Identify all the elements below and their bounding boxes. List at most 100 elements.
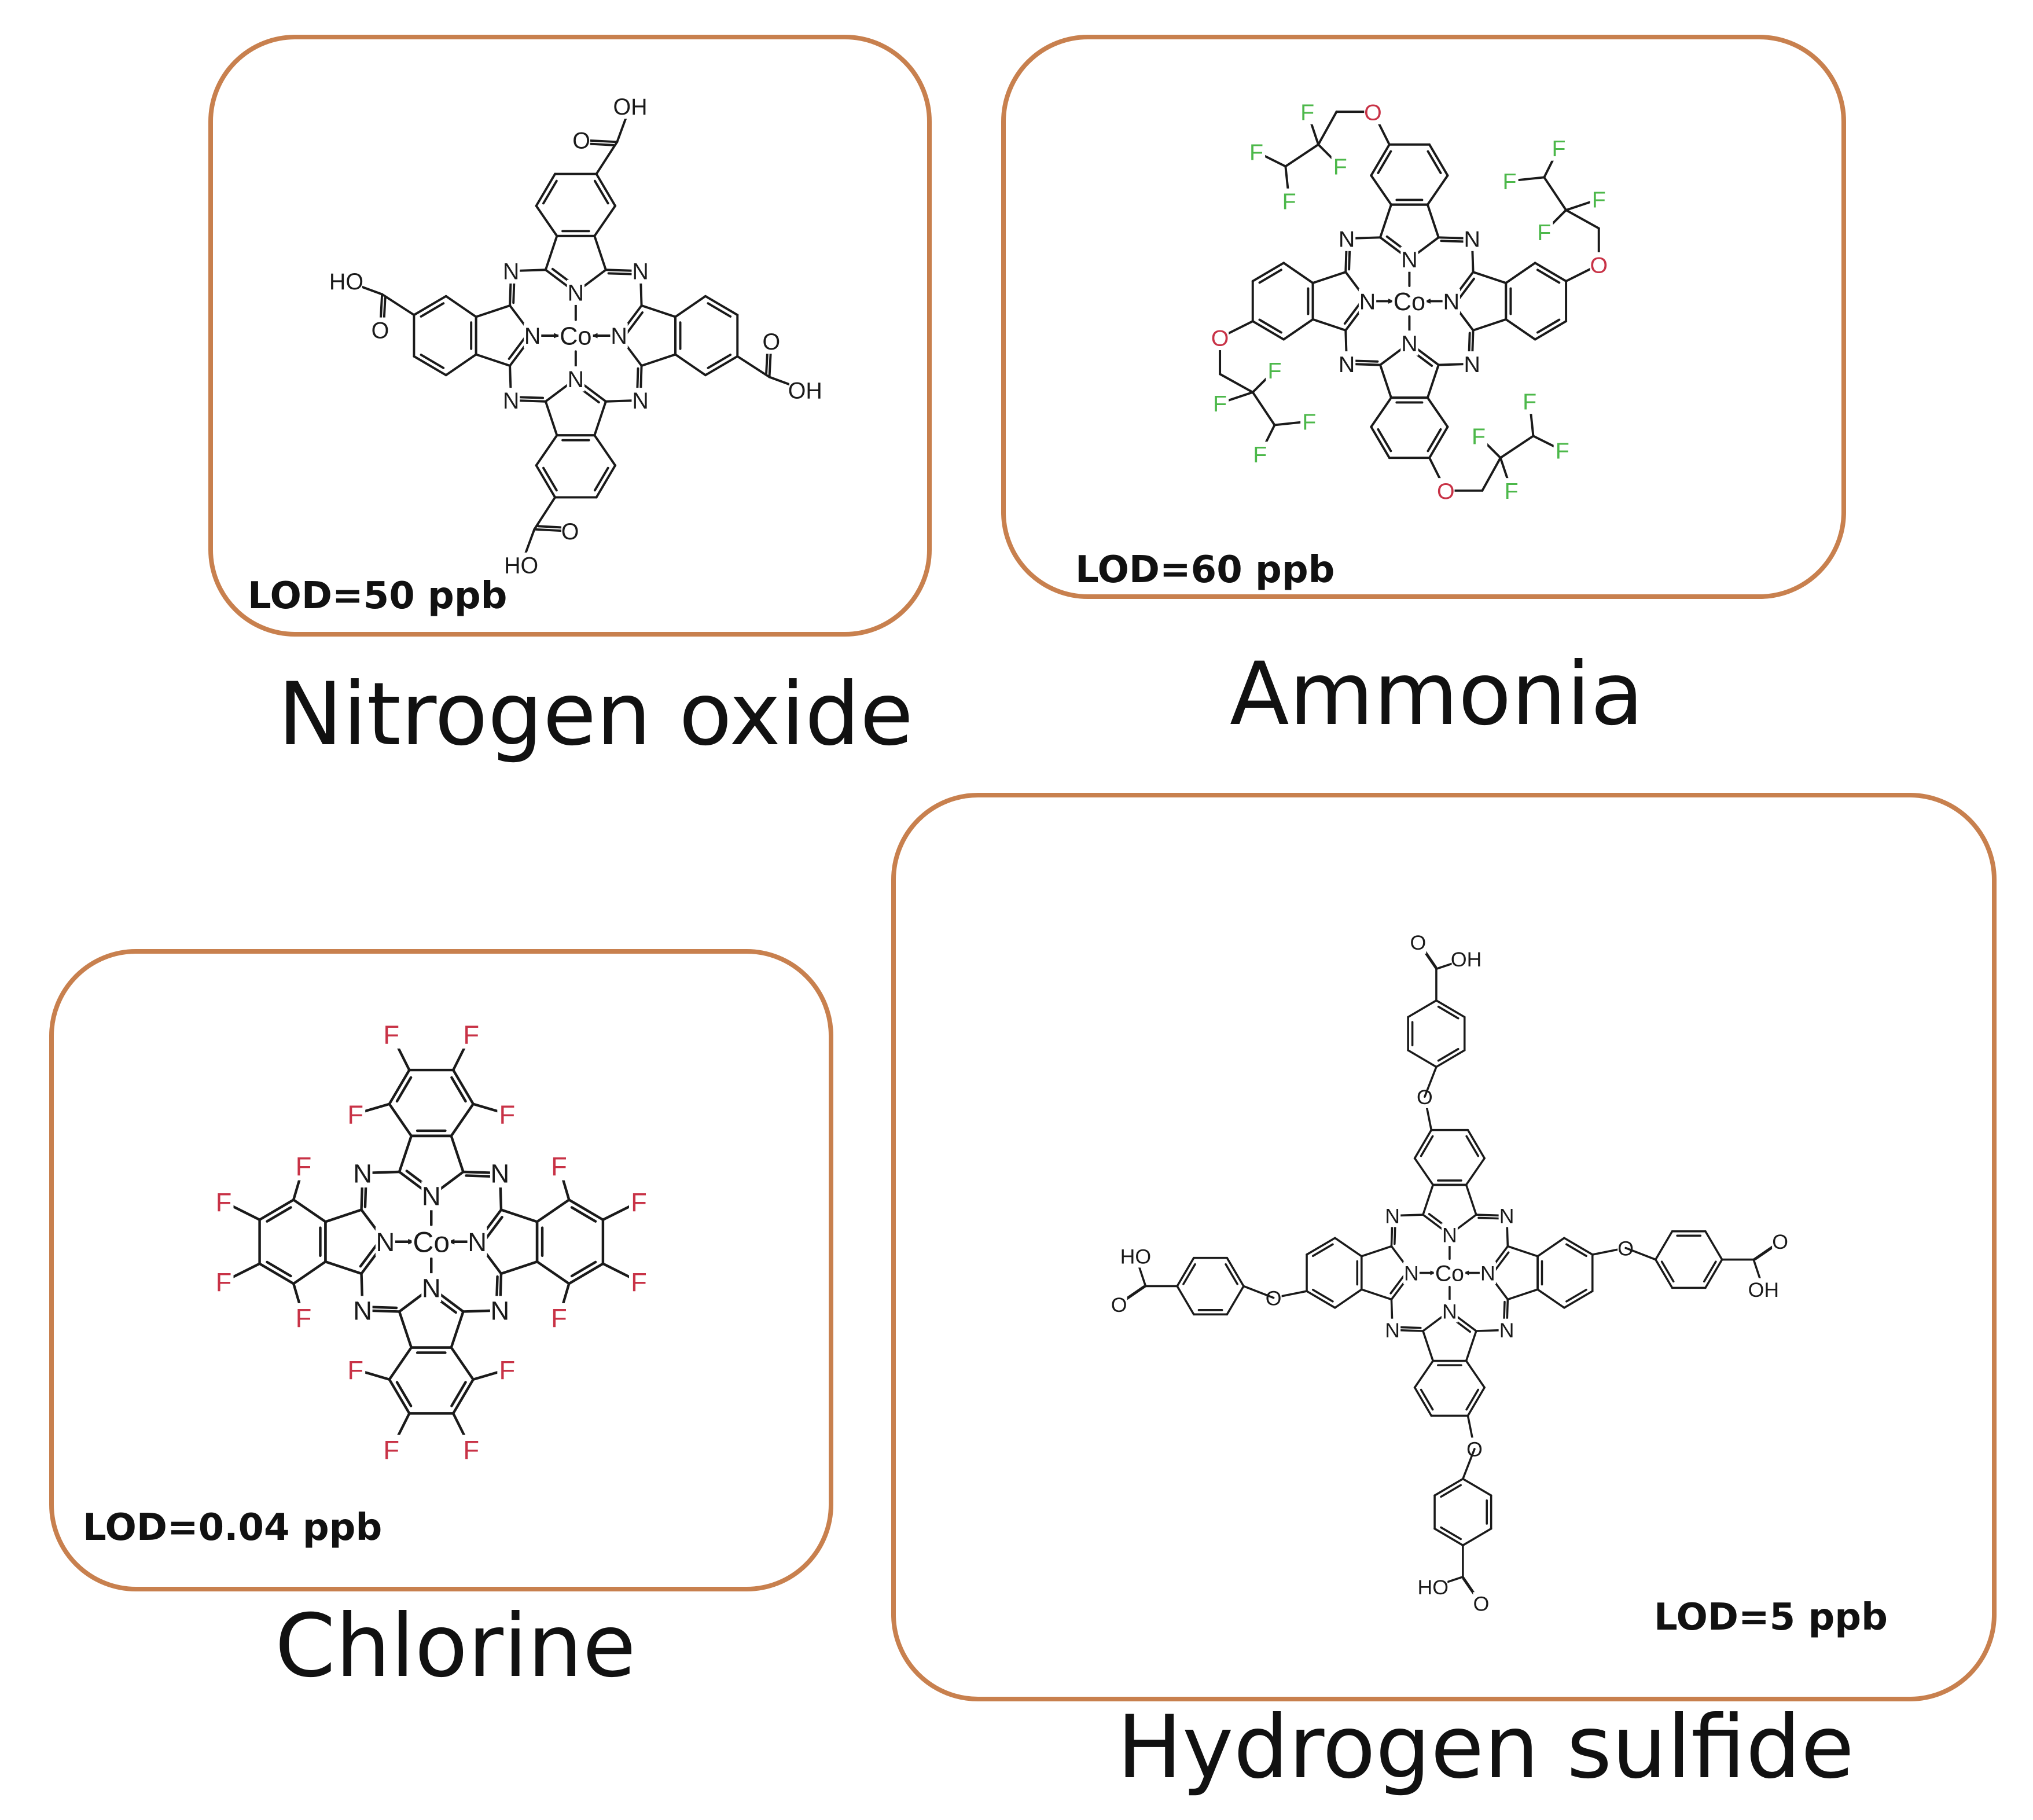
double-bond [1754,1245,1775,1260]
bond [1379,203,1392,239]
bond [444,295,477,318]
fluorine-label: F [499,1355,515,1385]
atom-label-bg [567,280,585,305]
double-bond [420,354,445,369]
oxygen-label: O [1211,326,1229,351]
atom-label-bg [1358,288,1377,314]
double-bond [1377,150,1392,174]
fluorine-label: F [383,1435,399,1465]
fluorine-label: F [1253,442,1267,468]
bond [1334,1288,1363,1309]
atom-label-bg [381,1435,402,1464]
hydroxyl-label: HO [329,269,363,295]
bond [544,234,558,271]
bond [1704,1258,1723,1289]
nitrogen-label: N [1464,226,1480,252]
bond [1426,363,1440,399]
bond [1334,1237,1363,1258]
atom-label-bg [1392,287,1427,315]
double-bond [1182,1263,1196,1285]
atom-label-bg [558,322,593,350]
atom-label-bg [1469,423,1488,449]
bond [398,1134,413,1174]
nitrogen-label: N [491,1296,510,1326]
atom-label-bg [549,1303,569,1332]
atom-label-bg [631,388,649,413]
double-bond [465,1174,494,1178]
atom-label-bg [1590,252,1608,278]
bond [450,1134,465,1174]
bond [1379,363,1392,399]
nitrogen-label: N [376,1227,395,1257]
nitrogen-label: N [1401,247,1417,273]
bond [324,1260,363,1275]
atom-label-bg [610,323,628,348]
fluorine-label: F [1505,479,1519,504]
double-bond [1660,1260,1675,1283]
bond [1251,262,1285,282]
nitrogen-label: N [491,1159,510,1188]
fluorine-label: F [551,1152,567,1181]
double-bond [1536,269,1561,284]
atom-label-bg [1520,388,1539,414]
atom-label-bg [631,258,649,284]
fluorine-label: F [631,1267,647,1297]
hydroxyl-label: OH [1451,948,1481,971]
bond [704,355,739,377]
atom-label-bg [1463,351,1481,377]
double-bond [542,466,558,492]
fluorine-label: F [1213,391,1227,417]
atom-label-bg [345,1100,366,1128]
atom-label-bg [1498,1204,1515,1227]
nitrogen-label: N [1339,226,1355,252]
atom-label-bg [1535,219,1553,245]
bond [1428,425,1449,459]
atom-label-bg [497,1355,517,1384]
bond [1433,1477,1464,1497]
atom-label-bg [572,127,590,153]
atom-label-bg [549,1151,569,1181]
double-bond [707,354,732,369]
bond [1284,143,1320,168]
atom-label-bg [352,1296,373,1325]
nitrogen-label: N [1480,1262,1495,1285]
atom-label-bg [293,1151,314,1181]
atom-label-bg [1280,188,1298,214]
bond [1426,396,1449,428]
bond [1481,457,1502,492]
panel-hydrogen-sulfide: NNOOOHNNOOOHNNOOHONNOOHOCo LOD=5 ppb [891,793,1997,1701]
atom-label-bg [467,1227,487,1256]
bond [535,1260,571,1285]
bond [1433,1527,1464,1547]
atom-label-bg [1437,478,1455,503]
caption-chlorine: Chlorine [275,1596,636,1697]
atom-label-bg [214,1267,234,1296]
fluorine-label: F [296,1303,312,1333]
cobalt-label: Co [1435,1262,1464,1286]
bond [451,1068,475,1105]
bond [1462,1477,1492,1497]
bond [1465,1359,1486,1389]
fluorine-label: F [1556,439,1569,464]
oxygen-label: O [1473,1593,1490,1616]
fluorine-label: F [216,1187,232,1217]
bond [1242,1285,1275,1299]
bond [1534,262,1568,282]
nitrogen-label: N [1464,352,1480,377]
double-bond [395,1076,413,1103]
bond [1306,1237,1336,1256]
structure-cobalt-phthalocyanine-carboxyphenoxy: NNOOOHNNOOOHNNOOHONNOOHOCo [1111,931,1789,1616]
hydroxyl-label: HO [1120,1245,1151,1269]
atom-label-bg [1211,325,1229,351]
atom-label-bg [1772,1230,1789,1253]
atom-label-bg [628,1267,649,1296]
fluorine-label: F [347,1100,363,1129]
double-bond [1457,277,1475,300]
hydroxyl-label: OH [788,378,822,403]
oxygen-label: O [1437,479,1455,504]
